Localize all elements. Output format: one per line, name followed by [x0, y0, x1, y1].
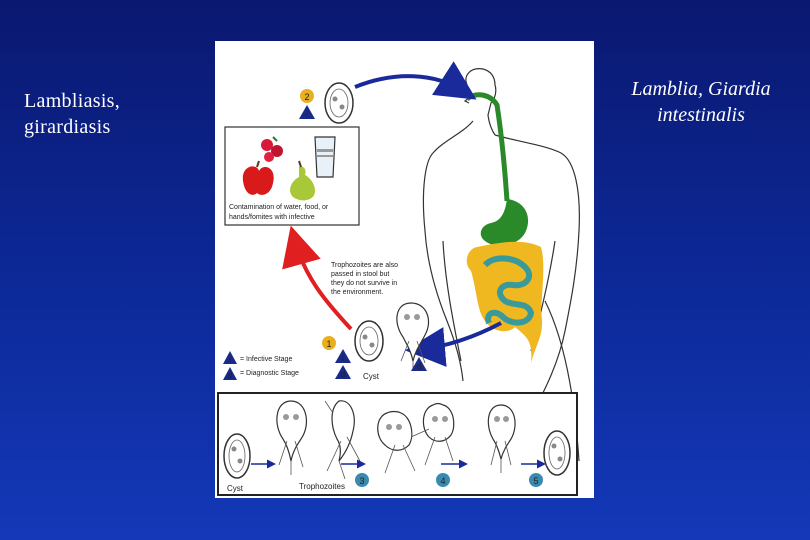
svg-text:4: 4 — [440, 476, 445, 486]
slide-title-left: Lambliasis, girardiasis — [24, 88, 204, 140]
ingestion-arrow — [355, 76, 463, 91]
svg-text:d: d — [341, 370, 345, 379]
water-glass-icon — [315, 137, 335, 177]
step-2-marker: 2 — [300, 89, 314, 103]
svg-text:1: 1 — [326, 339, 331, 349]
excretion-arrow — [421, 323, 501, 349]
svg-text:5: 5 — [533, 476, 538, 486]
stool-trophozoite — [397, 303, 429, 371]
svg-text:d: d — [417, 362, 421, 371]
step-5-marker: 5 — [529, 473, 543, 487]
trophozoite-note: Trophozoites are also passed in stool bu… — [331, 262, 400, 296]
life-cycle-diagram: 2 i Contamination of water, food, or han… — [215, 41, 594, 498]
box-cyst-left — [224, 434, 250, 478]
trophozoites-label: Trophozoites — [299, 482, 345, 491]
legend-diagnostic: = Diagnostic Stage — [240, 370, 299, 377]
development-box: 3 4 5 Cyst Trophozoites — [218, 393, 577, 495]
cyst-label-lower: Cyst — [227, 484, 244, 493]
svg-text:3: 3 — [359, 476, 364, 486]
box-cyst-right — [544, 431, 570, 475]
svg-text:i: i — [229, 355, 231, 364]
step-3-marker: 3 — [355, 473, 369, 487]
legend: i = Infective Stage d = Diagnostic Stage — [223, 351, 299, 380]
svg-text:d: d — [228, 371, 232, 380]
stomach — [481, 199, 528, 246]
contamination-box: Contamination of water, food, or hands/f… — [225, 127, 359, 225]
slide-title-right: Lamblia, Giardia intestinalis — [606, 76, 796, 128]
legend-infective: = Infective Stage — [240, 356, 292, 363]
diagnostic-marker-stool: d — [335, 365, 351, 379]
life-cycle-figure: 2 i Contamination of water, food, or han… — [215, 41, 594, 498]
ingested-cyst — [325, 83, 353, 123]
infective-marker-stool: i — [335, 349, 351, 363]
svg-text:i: i — [306, 110, 308, 119]
step-2-label: 2 — [304, 92, 309, 102]
svg-text:i: i — [342, 354, 344, 363]
step-4-marker: 4 — [436, 473, 450, 487]
infective-marker-top: i — [299, 105, 315, 119]
digestive-tract — [467, 95, 544, 363]
cyst-label-upper: Cyst — [363, 372, 380, 381]
step-1-marker: 1 — [322, 336, 336, 350]
stool-cyst — [355, 321, 383, 361]
